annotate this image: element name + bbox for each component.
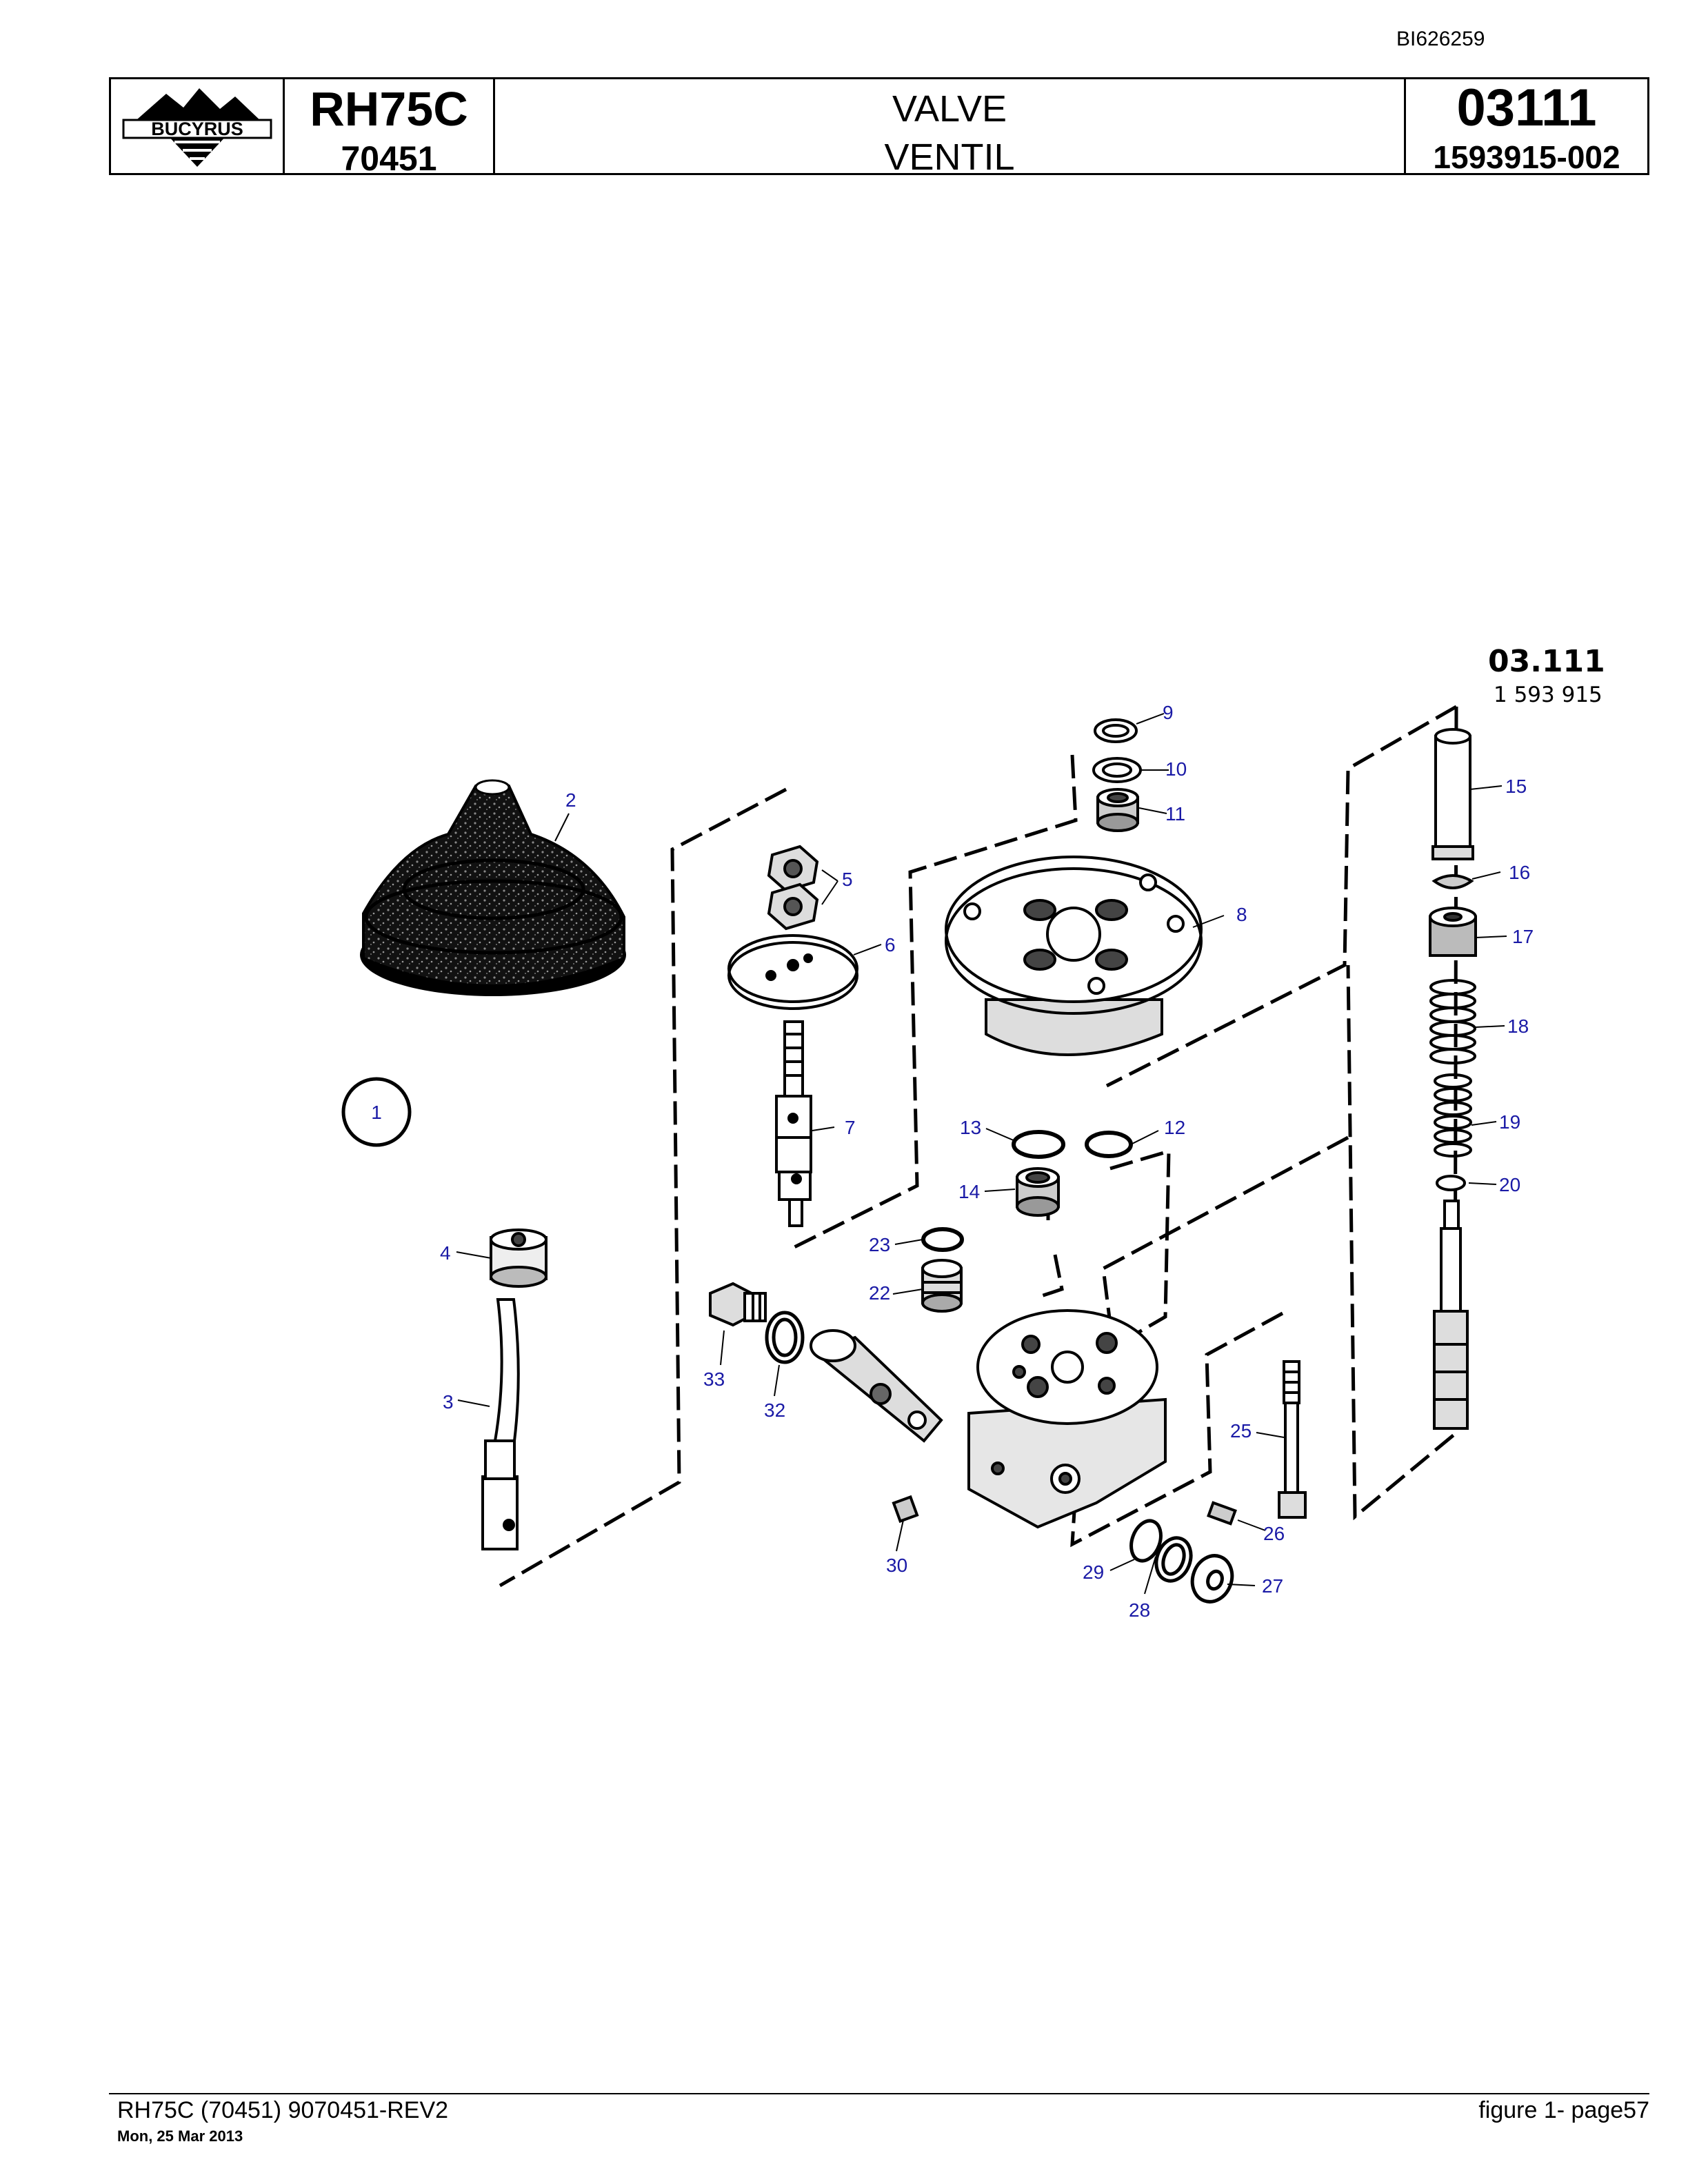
- callout-27: 27: [1262, 1575, 1283, 1597]
- joint-rod-part: [775, 1020, 812, 1227]
- callout-6: 6: [885, 934, 896, 956]
- callout-2: 2: [565, 789, 576, 811]
- model-number: 70451: [341, 139, 437, 178]
- callout-3: 3: [443, 1391, 454, 1413]
- callout-7: 7: [845, 1117, 856, 1138]
- title-block: BUCYRUS RH75C 70451 VALVE VENTIL 03111 1…: [109, 77, 1649, 178]
- washer-parts: [1129, 1519, 1234, 1604]
- washer-32: [765, 1311, 805, 1364]
- callout-25: 25: [1230, 1420, 1252, 1442]
- callout-26: 26: [1263, 1523, 1285, 1544]
- spool-stack-part: [1429, 728, 1477, 1430]
- footer-rule: [109, 2093, 1649, 2094]
- model-cell: RH75C 70451: [285, 79, 495, 178]
- callout-13: 13: [960, 1117, 981, 1138]
- small-ring-parts: [1092, 718, 1142, 832]
- callout-labels: 2 3 4 5 6 7 8 9 10 11 12 13 14 15 16 17 …: [371, 702, 1534, 1621]
- logo-text: BUCYRUS: [151, 119, 243, 139]
- footer-date: Mon, 25 Mar 2013: [117, 2127, 243, 2145]
- reference-circle-label: 1: [371, 1102, 382, 1123]
- figure-group-label: 03.111: [1488, 644, 1605, 679]
- nut-parts: [767, 845, 819, 931]
- callout-19: 19: [1499, 1111, 1520, 1133]
- bucyrus-logo: BUCYRUS: [122, 88, 272, 167]
- model-name: RH75C: [310, 82, 468, 136]
- footer-document-ref: RH75C (70451) 9070451-REV2: [117, 2097, 449, 2123]
- callout-17: 17: [1512, 926, 1534, 947]
- callout-30: 30: [886, 1555, 907, 1576]
- boot-part: [360, 779, 626, 996]
- callout-28: 28: [1129, 1599, 1150, 1621]
- callout-15: 15: [1505, 776, 1527, 797]
- callout-11: 11: [1165, 803, 1185, 825]
- plug-screw-part: [709, 1282, 767, 1327]
- bushing-part: [1016, 1167, 1060, 1217]
- logo-cell: BUCYRUS: [111, 79, 285, 173]
- callout-8: 8: [1236, 904, 1247, 925]
- callout-23: 23: [869, 1234, 890, 1255]
- cartridge-part: [810, 1329, 943, 1443]
- callout-33: 33: [703, 1368, 725, 1390]
- title-cell: VALVE VENTIL: [495, 79, 1406, 178]
- pin-parts: [892, 1495, 1237, 1526]
- plate-part: [727, 934, 858, 1010]
- valve-body-part: [967, 1309, 1167, 1529]
- group-code: 03111: [1456, 79, 1597, 137]
- footer-page-ref: figure 1- page57: [1478, 2097, 1649, 2123]
- callout-9: 9: [1163, 702, 1174, 723]
- callout-22: 22: [869, 1282, 890, 1304]
- code-cell: 03111 1593915-002: [1406, 79, 1647, 175]
- callout-18: 18: [1507, 1015, 1529, 1037]
- title-english: VALVE: [892, 88, 1007, 130]
- callout-4: 4: [440, 1242, 451, 1264]
- callout-32: 32: [764, 1399, 785, 1421]
- callout-12: 12: [1164, 1117, 1185, 1138]
- knob-part: [490, 1228, 547, 1288]
- document-id: BI626259: [1396, 28, 1485, 50]
- callout-16: 16: [1509, 862, 1530, 883]
- plug-part: [921, 1259, 963, 1313]
- bolt-part: [1278, 1360, 1307, 1519]
- callout-5: 5: [842, 869, 853, 890]
- callout-20: 20: [1499, 1174, 1520, 1195]
- lever-part: [481, 1298, 520, 1550]
- callout-29: 29: [1083, 1561, 1104, 1583]
- title-german: VENTIL: [884, 136, 1015, 178]
- callout-10: 10: [1165, 758, 1187, 780]
- leader-lines: [456, 713, 1507, 1595]
- callout-14: 14: [958, 1181, 980, 1202]
- figure-part-label: 1 593 915: [1494, 682, 1602, 707]
- upper-housing-part: [945, 856, 1203, 1056]
- part-number: 1593915-002: [1433, 139, 1620, 175]
